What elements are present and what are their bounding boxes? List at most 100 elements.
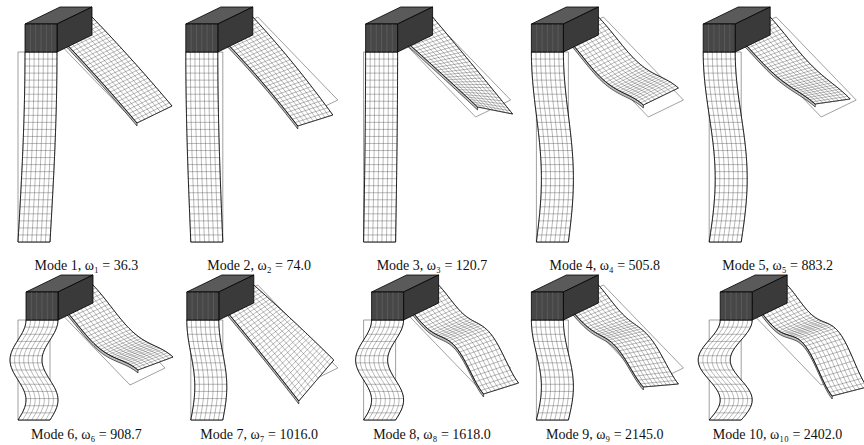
top-block [703, 24, 735, 52]
mesh-line [32, 52, 39, 242]
mesh-line [25, 87, 57, 88]
mesh-line [360, 320, 376, 420]
mesh-line [540, 143, 572, 144]
mesh-line [435, 62, 470, 68]
mesh-line [195, 391, 227, 392]
mesh-line [382, 52, 384, 242]
mesh-line [537, 234, 569, 235]
mesh-line [762, 21, 842, 100]
mesh-line [715, 171, 747, 172]
mesh-line [126, 93, 161, 110]
top-block [720, 292, 752, 320]
mode-shape [531, 7, 683, 242]
mesh-line [101, 334, 136, 349]
mesh-line [711, 227, 743, 228]
mesh-line [25, 59, 57, 60]
block-mesh [201, 24, 202, 52]
mesh-line [365, 101, 397, 102]
mode-label: Mode 5, ω₅ = 883.2 [722, 258, 833, 274]
mesh-line [222, 32, 302, 125]
mesh-line [411, 298, 491, 391]
mesh-line [250, 287, 330, 365]
top-block [563, 275, 598, 320]
mesh-line [772, 293, 852, 391]
mesh-line [541, 185, 573, 186]
mesh-line [186, 80, 218, 81]
mesh-outline [18, 52, 57, 242]
block-mesh [392, 292, 393, 320]
mesh-line [419, 294, 499, 389]
mesh-line [756, 300, 836, 395]
mesh-line [541, 171, 573, 172]
mesh-line [532, 327, 564, 328]
mesh-line [386, 52, 388, 242]
mesh-line [635, 372, 670, 376]
mesh-line [25, 66, 57, 67]
top-block [563, 7, 598, 52]
mesh-line [188, 178, 220, 179]
mesh-line [374, 320, 390, 420]
mesh-line [770, 58, 805, 70]
top-block [531, 24, 563, 52]
mesh-line [365, 122, 397, 123]
mesh-line [721, 320, 743, 420]
mesh-line [187, 129, 219, 130]
mesh-line [533, 80, 565, 81]
mesh-line [27, 52, 34, 242]
mesh-line [364, 227, 396, 228]
mesh-line [22, 178, 54, 179]
mesh-line [130, 351, 165, 364]
mesh-line [794, 81, 829, 89]
mesh-outline [364, 52, 398, 242]
mesh-line [18, 234, 50, 235]
mesh-line [443, 71, 478, 74]
mesh-line [90, 324, 125, 339]
top-block [186, 24, 218, 52]
mesh-line [20, 206, 52, 207]
mesh-line [209, 52, 214, 242]
mesh-line [776, 291, 856, 390]
mesh-line [427, 291, 507, 387]
mesh-line [765, 52, 800, 65]
mesh-line [366, 87, 398, 88]
mesh-line [767, 55, 802, 67]
block-mesh [713, 24, 714, 52]
mesh-line [422, 308, 457, 324]
top-block [398, 7, 433, 52]
mesh-line [541, 157, 573, 158]
top-block [366, 24, 398, 52]
mesh-line [186, 87, 218, 88]
mesh-line [92, 17, 172, 106]
mesh-line [714, 150, 746, 151]
mesh-line [86, 48, 121, 65]
mesh-line [253, 17, 333, 115]
block-mesh [202, 292, 203, 320]
mesh-line [774, 312, 809, 327]
mesh-line [704, 66, 736, 67]
mesh-line [595, 287, 675, 384]
mesh-line [540, 213, 572, 214]
mesh-line [531, 59, 563, 60]
mesh-line [65, 30, 145, 119]
mesh-line [134, 103, 169, 120]
block-mesh [36, 292, 37, 320]
block-mesh [208, 292, 209, 320]
mesh-line [726, 320, 748, 420]
mesh-line [191, 234, 223, 235]
mesh-line [22, 171, 54, 172]
mesh-line [365, 164, 397, 165]
mesh-line [787, 321, 822, 335]
mesh-line [716, 320, 738, 420]
block-mesh [387, 292, 388, 320]
mesh-line [590, 49, 625, 66]
block-mesh [558, 292, 559, 320]
mesh-line [194, 377, 226, 378]
mesh-line [456, 87, 491, 89]
mesh-line [706, 94, 738, 95]
mesh-line [108, 72, 143, 89]
block-mesh [42, 292, 43, 320]
mesh-line [186, 94, 218, 95]
mesh-outline [531, 52, 573, 242]
mesh-line [187, 327, 219, 328]
mesh-line [366, 59, 398, 60]
